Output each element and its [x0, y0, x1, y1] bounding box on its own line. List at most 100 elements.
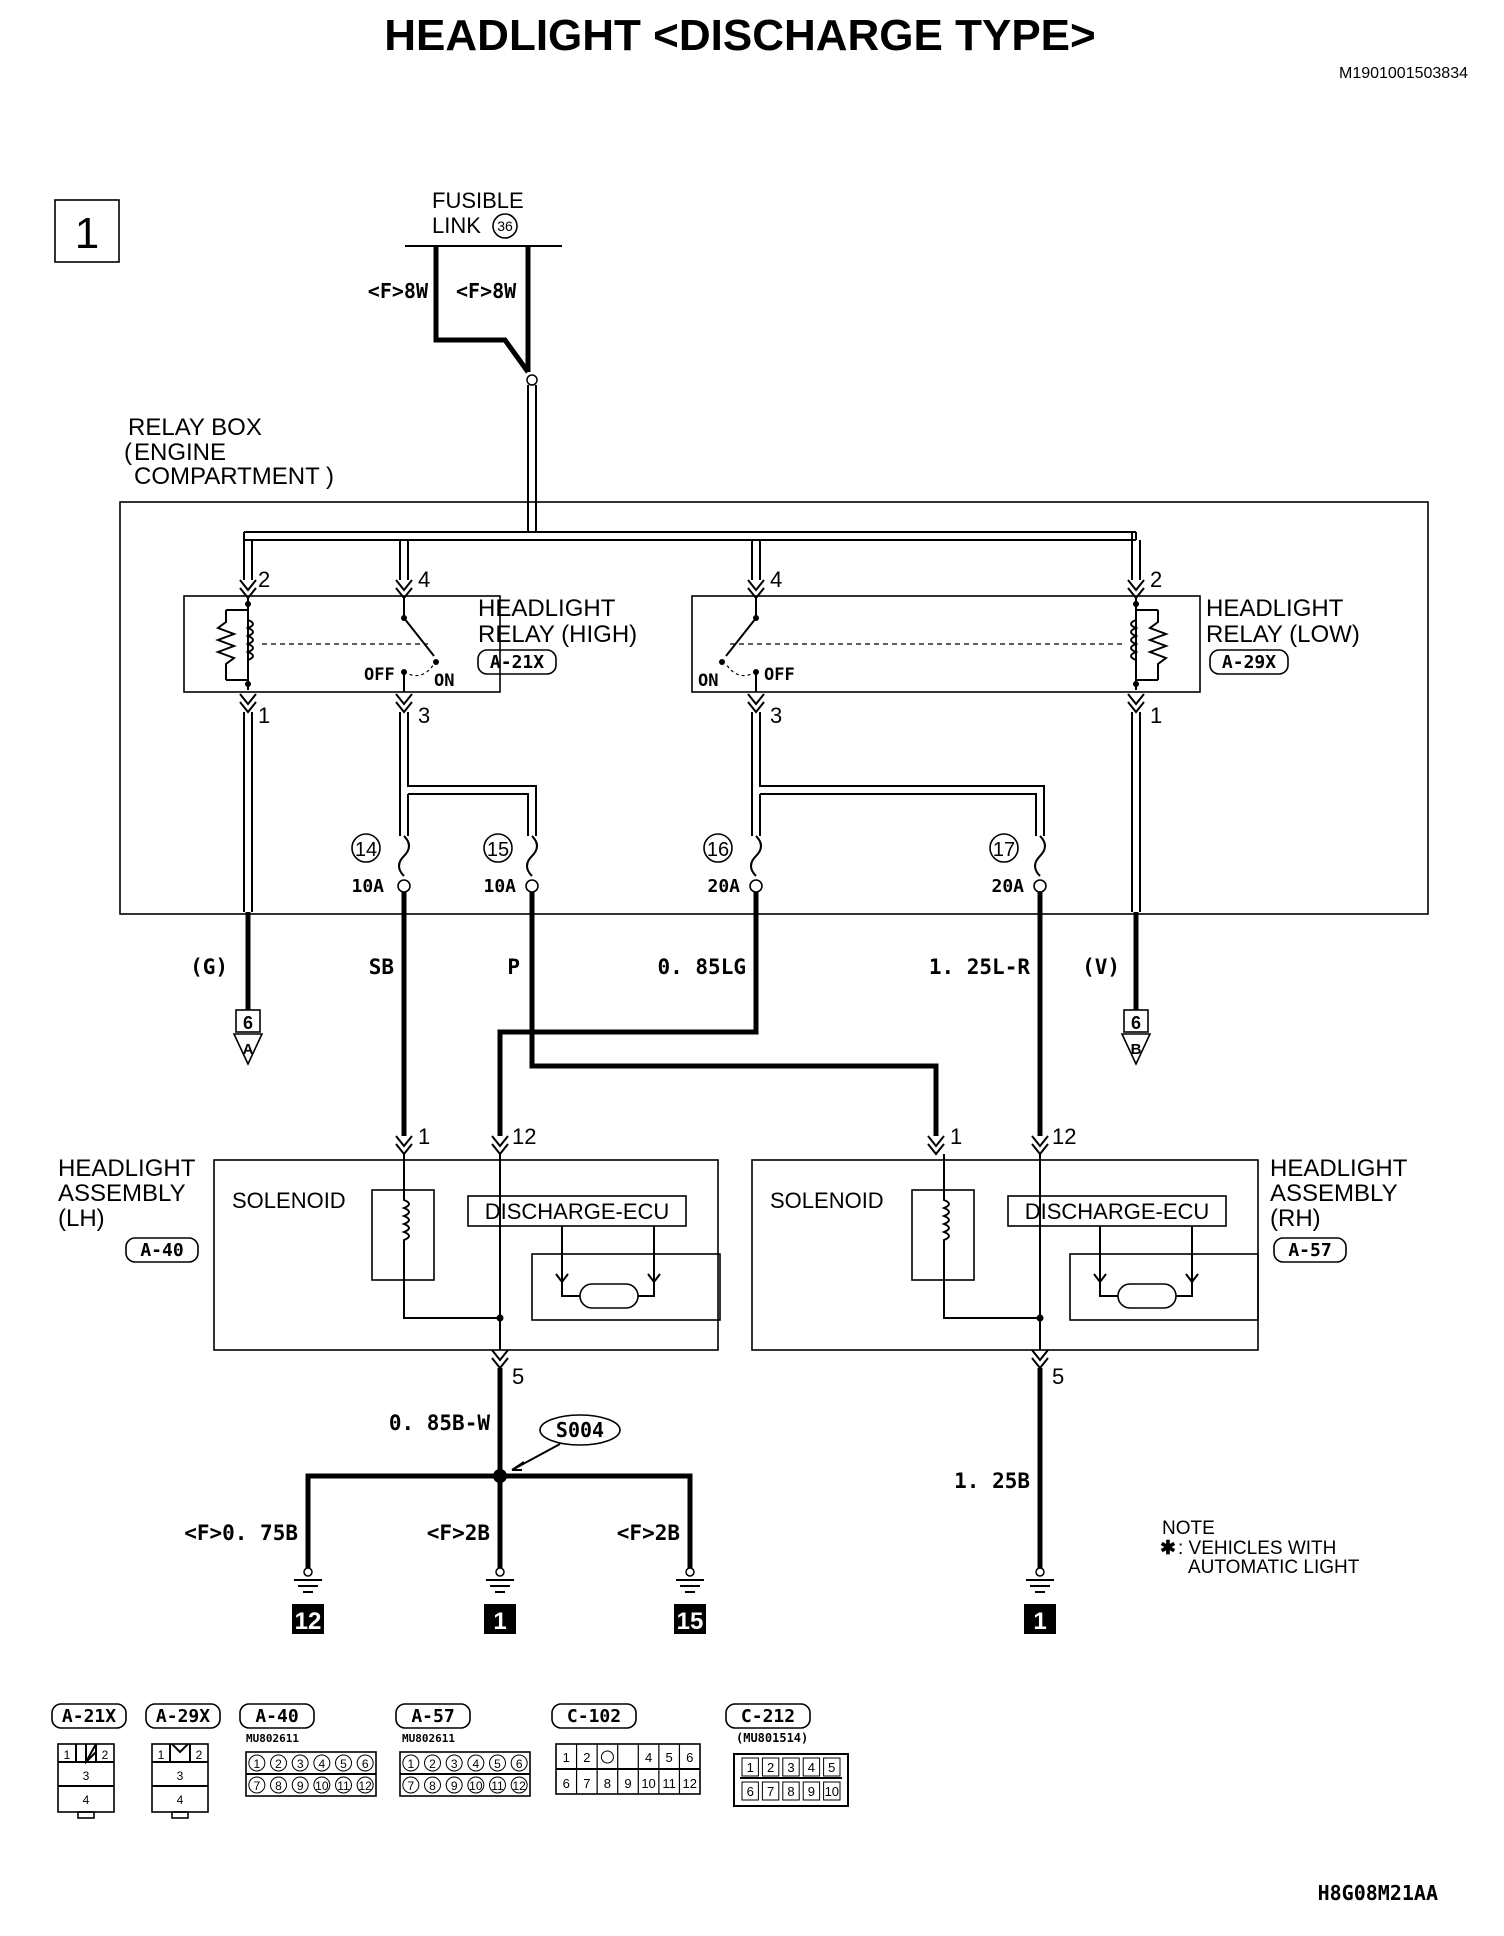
fuse-14-rating: 10A — [351, 876, 384, 897]
relay-high-off: OFF — [364, 665, 395, 685]
lh-label-1: HEADLIGHT — [58, 1155, 196, 1182]
fuse-14-number: 14 — [355, 839, 377, 861]
rh-discharge-bulb — [1117, 1283, 1177, 1309]
lh-solenoid-label: SOLENOID — [232, 1188, 346, 1213]
rh-solenoid-label: SOLENOID — [770, 1188, 884, 1213]
rh-ecu-label: DISCHARGE-ECU — [1025, 1199, 1210, 1224]
wire-label-lg: 0. 85LG — [657, 955, 746, 979]
legend-pin: 6 — [563, 1776, 570, 1791]
document-code: M1901001503834 — [1339, 65, 1468, 82]
legend-pin: 2 — [429, 1757, 436, 1771]
fuse-15: 15 10A — [483, 833, 539, 897]
wire-internal-v — [1131, 712, 1141, 912]
legend-a21x-pin4: 4 — [83, 1793, 90, 1807]
splice-point — [493, 1469, 507, 1483]
pin-arrow-rh-1 — [927, 1135, 945, 1156]
relay-low-label-2: RELAY (LOW) — [1206, 621, 1360, 648]
legend-pin: 12 — [512, 1779, 526, 1793]
legend-pin: 10 — [641, 1776, 655, 1791]
relay-low-node — [1133, 681, 1139, 687]
page-number: 1 — [75, 209, 99, 258]
rh-label-1: HEADLIGHT — [1270, 1155, 1408, 1182]
legend-pin: 7 — [767, 1784, 774, 1799]
legend-pin: 4 — [808, 1760, 815, 1775]
legend-a29x-name: A-29X — [156, 1706, 210, 1727]
ground-1a-label: 1 — [493, 1608, 506, 1635]
ground-12-label: 12 — [295, 1608, 322, 1635]
wire-label-p: P — [507, 955, 520, 979]
rh-ecu-box — [1007, 1195, 1227, 1227]
note-line-2: : VEHICLES WITH — [1178, 1538, 1336, 1559]
legend-pin: 12 — [358, 1779, 372, 1793]
pin-arrow-lh-5 — [491, 1349, 509, 1370]
ground-symbol-12: 12 — [292, 1567, 324, 1635]
relay-high-switch-pivot — [401, 615, 407, 621]
lh-connector: A-40 — [140, 1240, 183, 1261]
legend-pin: 10 — [825, 1784, 839, 1799]
wire-internal-g — [243, 712, 253, 912]
legend-pin: 11 — [491, 1779, 504, 1793]
legend-pin: 8 — [275, 1779, 282, 1793]
legend-pin: 7 — [253, 1779, 260, 1793]
relay-low-off: OFF — [764, 665, 795, 685]
legend-pin: 3 — [451, 1757, 458, 1771]
ground-symbol-1b: 1 — [1024, 1567, 1056, 1635]
legend-pin: 9 — [297, 1779, 304, 1793]
pin-arrow-high-1 — [239, 693, 257, 714]
legend-pin: 9 — [451, 1779, 458, 1793]
relay-high-on-contact — [433, 659, 439, 665]
pin-low-2: 2 — [1150, 567, 1162, 592]
fuse-14: 14 10A — [351, 833, 411, 897]
relay-box-label-2: ENGINE — [134, 439, 226, 466]
pin-high-4: 4 — [418, 567, 430, 592]
wire-internal-high — [399, 712, 537, 836]
splice-tag — [539, 1414, 621, 1446]
legend-pin: 9 — [624, 1776, 631, 1791]
legend-a29x-pin3: 3 — [177, 1769, 184, 1783]
lh-lamp-box — [531, 1253, 721, 1321]
legend-pin: 7 — [407, 1779, 414, 1793]
legend-c212-name: C-212 — [741, 1706, 795, 1727]
fuse-16-number: 16 — [707, 839, 729, 861]
offpage-b-letter: B — [1131, 1041, 1142, 1058]
legend-a29x-pin2: 2 — [196, 1748, 203, 1762]
legend-a40-name: A-40 — [255, 1706, 298, 1727]
rh-label-3: (RH) — [1270, 1205, 1321, 1232]
wire-label-g: (G) — [190, 955, 228, 979]
legend-pin: 2 — [275, 1757, 282, 1771]
pin-low-1: 1 — [1150, 703, 1162, 728]
relay-high-label-2: RELAY (HIGH) — [478, 621, 637, 648]
busbar-drops — [243, 532, 1141, 580]
lh-solenoid-coil — [401, 1154, 410, 1280]
rh-lamp-box — [1069, 1253, 1259, 1321]
relay-low-resistor — [1136, 609, 1169, 681]
legend-pin: 1 — [253, 1757, 260, 1771]
rh-pin-5: 5 — [1052, 1364, 1064, 1389]
footer-code: H8G08M21AA — [1318, 1881, 1438, 1905]
ground-symbol-15: 15 — [674, 1567, 706, 1635]
relay-low-connector: A-29X — [1222, 652, 1276, 673]
rh-junction — [1036, 1314, 1044, 1322]
relay-low-on-contact — [719, 659, 725, 665]
wire-label-right-8w: <F>8W — [456, 279, 517, 303]
legend-a57-name: A-57 — [411, 1706, 454, 1727]
ground-15-label: 15 — [677, 1608, 704, 1635]
splice-arrow — [511, 1443, 561, 1471]
fuse-16-rating: 20A — [707, 876, 740, 897]
relay-high-switch-arc — [403, 663, 435, 677]
relay-low-switch-pivot — [753, 615, 759, 621]
pin-arrow-lh-12 — [491, 1135, 509, 1156]
wire-p — [529, 892, 939, 1136]
note-line-3: AUTOMATIC LIGHT — [1188, 1557, 1360, 1578]
pin-low-3: 3 — [770, 703, 782, 728]
fusible-link-number-circle — [492, 213, 518, 239]
relay-box-entry-terminal — [526, 374, 538, 386]
legend-pin: 3 — [787, 1760, 794, 1775]
lh-pin-5: 5 — [512, 1364, 524, 1389]
wire-label-f2b-a: <F>2B — [427, 1521, 490, 1545]
pin-arrow-rh-12 — [1031, 1135, 1049, 1156]
legend-a21x: A-21X 1 2 3 4 — [51, 1703, 127, 1819]
relay-box-label-3: COMPARTMENT — [134, 463, 320, 490]
